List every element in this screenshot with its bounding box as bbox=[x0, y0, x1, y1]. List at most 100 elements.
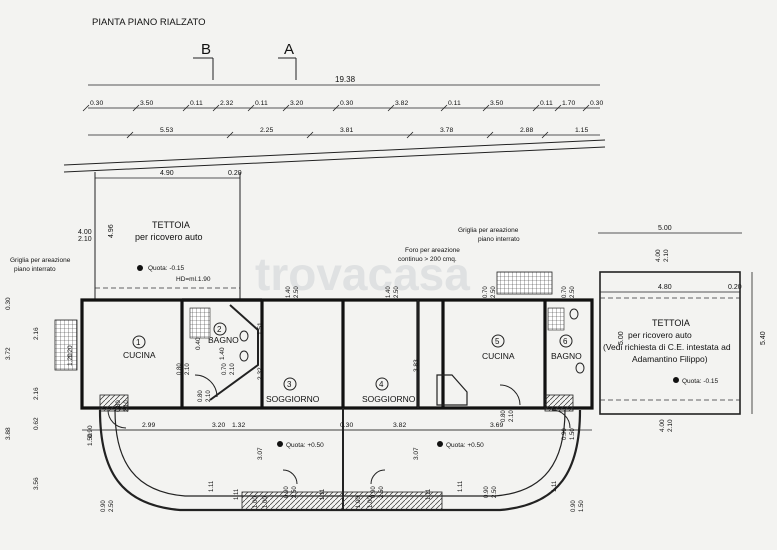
tettoia-left-title: TETTOIA bbox=[152, 220, 190, 230]
door-dim-label: 2.50 bbox=[294, 286, 300, 298]
section-marker-b: B bbox=[201, 41, 211, 58]
h-dim-label: 3.20 bbox=[212, 422, 225, 429]
dim-row1-label: 0.11 bbox=[255, 100, 268, 107]
door-dim-label: 1.40 bbox=[386, 286, 392, 298]
svg-text:per ricovero auto: per ricovero auto bbox=[628, 330, 692, 340]
terrace-dim-label: 1.11 bbox=[552, 480, 558, 492]
dim-row1-label: 1.70 bbox=[562, 100, 575, 107]
svg-text:5.00: 5.00 bbox=[658, 225, 672, 232]
v-dim-label: 1.20 bbox=[67, 345, 74, 358]
svg-text:SOGGIORNO: SOGGIORNO bbox=[266, 394, 320, 404]
svg-text:Griglia per areazione: Griglia per areazione bbox=[10, 257, 71, 264]
building-walls bbox=[80, 298, 594, 512]
grid-left: Griglia per areazione piano interrato bbox=[10, 257, 78, 371]
v-dim-label: 3.56 bbox=[33, 477, 40, 490]
h-dim-label: 3.69 bbox=[490, 422, 503, 429]
svg-text:4.80: 4.80 bbox=[658, 284, 672, 291]
svg-text:HD=ml.1.90: HD=ml.1.90 bbox=[176, 276, 211, 283]
svg-text:SOGGIORNO: SOGGIORNO bbox=[362, 394, 416, 404]
door-dim-label: 2.50 bbox=[570, 286, 576, 298]
h-dim-label: 2.99 bbox=[142, 422, 155, 429]
door-dim-label: 2.10 bbox=[509, 410, 515, 422]
v-dim-label: 0.62 bbox=[33, 417, 40, 430]
dim-row2-label: 3.78 bbox=[440, 127, 453, 134]
svg-text:2: 2 bbox=[217, 325, 222, 334]
terrace-dim-label: 0.90 bbox=[101, 500, 107, 512]
v-dim-label: 3.07 bbox=[413, 447, 420, 460]
svg-text:4.96: 4.96 bbox=[108, 224, 115, 238]
terrace-dim-label: 0.90 bbox=[484, 486, 490, 498]
terrace-dim-label: 1.00 bbox=[253, 496, 259, 508]
svg-text:4.00: 4.00 bbox=[78, 229, 92, 236]
overall-dimension: 19.38 bbox=[335, 75, 356, 84]
svg-text:CUCINA: CUCINA bbox=[482, 351, 515, 361]
svg-text:2.10: 2.10 bbox=[667, 419, 674, 432]
svg-text:4.00: 4.00 bbox=[659, 419, 666, 432]
v-dim-label: 2.16 bbox=[33, 327, 40, 340]
v-dim-label: 1.40 bbox=[219, 347, 226, 360]
room-6-bagno: 6 BAGNO bbox=[551, 334, 582, 361]
door-dim-label: 0.70 bbox=[562, 286, 568, 298]
room-3-soggiorno: 3 SOGGIORNO bbox=[266, 377, 320, 404]
v-dim-label: 2.16 bbox=[33, 387, 40, 400]
dim-row2-label: 1.15 bbox=[575, 127, 588, 134]
room-1-cucina: 1 CUCINA bbox=[123, 335, 156, 360]
v-dim-label: 3.07 bbox=[257, 447, 264, 460]
h-dim-label: 1.32 bbox=[232, 422, 245, 429]
dim-row2-label: 5.53 bbox=[160, 127, 173, 134]
h-dim-label: 0.30 bbox=[340, 422, 353, 429]
svg-text:BAGNO: BAGNO bbox=[551, 351, 582, 361]
svg-text:BAGNO: BAGNO bbox=[208, 335, 239, 345]
door-dim-label: 2.10 bbox=[206, 390, 212, 402]
dim-row2-label: 2.25 bbox=[260, 127, 273, 134]
v-dim-label: 1.20 bbox=[67, 353, 74, 366]
svg-text:6: 6 bbox=[563, 337, 568, 346]
dim-row1-label: 0.11 bbox=[540, 100, 553, 107]
door-dim-label: 0.80 bbox=[198, 390, 204, 402]
tettoia-left: 4.90 0.20 TETTOIA per ricovero auto 4.00… bbox=[78, 170, 242, 300]
terrace-dim-label: 1.11 bbox=[209, 480, 215, 492]
v-dim-label: 3.83 bbox=[413, 359, 420, 372]
plan-title: PIANTA PIANO RIALZATO bbox=[92, 17, 206, 28]
door-dim-label: 2.10 bbox=[230, 363, 236, 375]
terrace-dim-label: 1.11 bbox=[458, 480, 464, 492]
horizontal-dimensions: 2.99 3.20 1.32 0.30 3.82 3.69 bbox=[142, 422, 503, 429]
terrace-dim-label: 1.50 bbox=[579, 500, 585, 512]
section-markers: B A bbox=[193, 41, 297, 80]
v-dim-label: 1.50 bbox=[87, 433, 94, 446]
terrace-dim-label: 2.50 bbox=[292, 486, 298, 498]
door-dim-label: 0.70 bbox=[222, 363, 228, 375]
v-dim-label: 2.32 bbox=[257, 367, 264, 380]
dim-row1-label: 3.50 bbox=[140, 100, 153, 107]
tettoia-right-title: TETTOIA bbox=[652, 318, 690, 328]
dim-row1-label: 0.30 bbox=[340, 100, 353, 107]
svg-text:3: 3 bbox=[287, 380, 292, 389]
room-4-soggiorno: 4 SOGGIORNO bbox=[362, 377, 416, 404]
svg-text:continuo > 200 cmq.: continuo > 200 cmq. bbox=[398, 256, 457, 263]
quota-living-b: Quota: +0.50 bbox=[446, 442, 484, 449]
svg-text:2.10: 2.10 bbox=[78, 236, 92, 243]
dim-row1-label: 0.30 bbox=[590, 100, 603, 107]
foro-label: Foro per areazione bbox=[405, 247, 460, 254]
terrace-dim-label: 2.50 bbox=[109, 500, 115, 512]
dim-row1-label: 3.50 bbox=[490, 100, 503, 107]
room-5-cucina: 5 CUCINA bbox=[482, 334, 515, 361]
section-marker-a: A bbox=[284, 41, 294, 58]
h-dim-label: 3.82 bbox=[393, 422, 406, 429]
dim-row1-label: 0.30 bbox=[90, 100, 103, 107]
svg-text:per ricovero auto: per ricovero auto bbox=[135, 232, 203, 242]
svg-text:Quota: -0.15: Quota: -0.15 bbox=[682, 378, 719, 385]
v-dim-label: 3.72 bbox=[5, 347, 12, 360]
svg-text:0.20: 0.20 bbox=[228, 170, 242, 177]
svg-text:1: 1 bbox=[136, 338, 141, 347]
svg-text:Griglia per areazione: Griglia per areazione bbox=[458, 227, 519, 234]
dim-row1-label: 3.20 bbox=[290, 100, 303, 107]
terrace-dim-label: 1.11 bbox=[426, 488, 432, 500]
svg-text:5: 5 bbox=[495, 337, 500, 346]
dim-row1-label: 2.32 bbox=[220, 100, 233, 107]
terrace-dim-label: 1.00 bbox=[368, 496, 374, 508]
door-swings bbox=[107, 374, 571, 485]
